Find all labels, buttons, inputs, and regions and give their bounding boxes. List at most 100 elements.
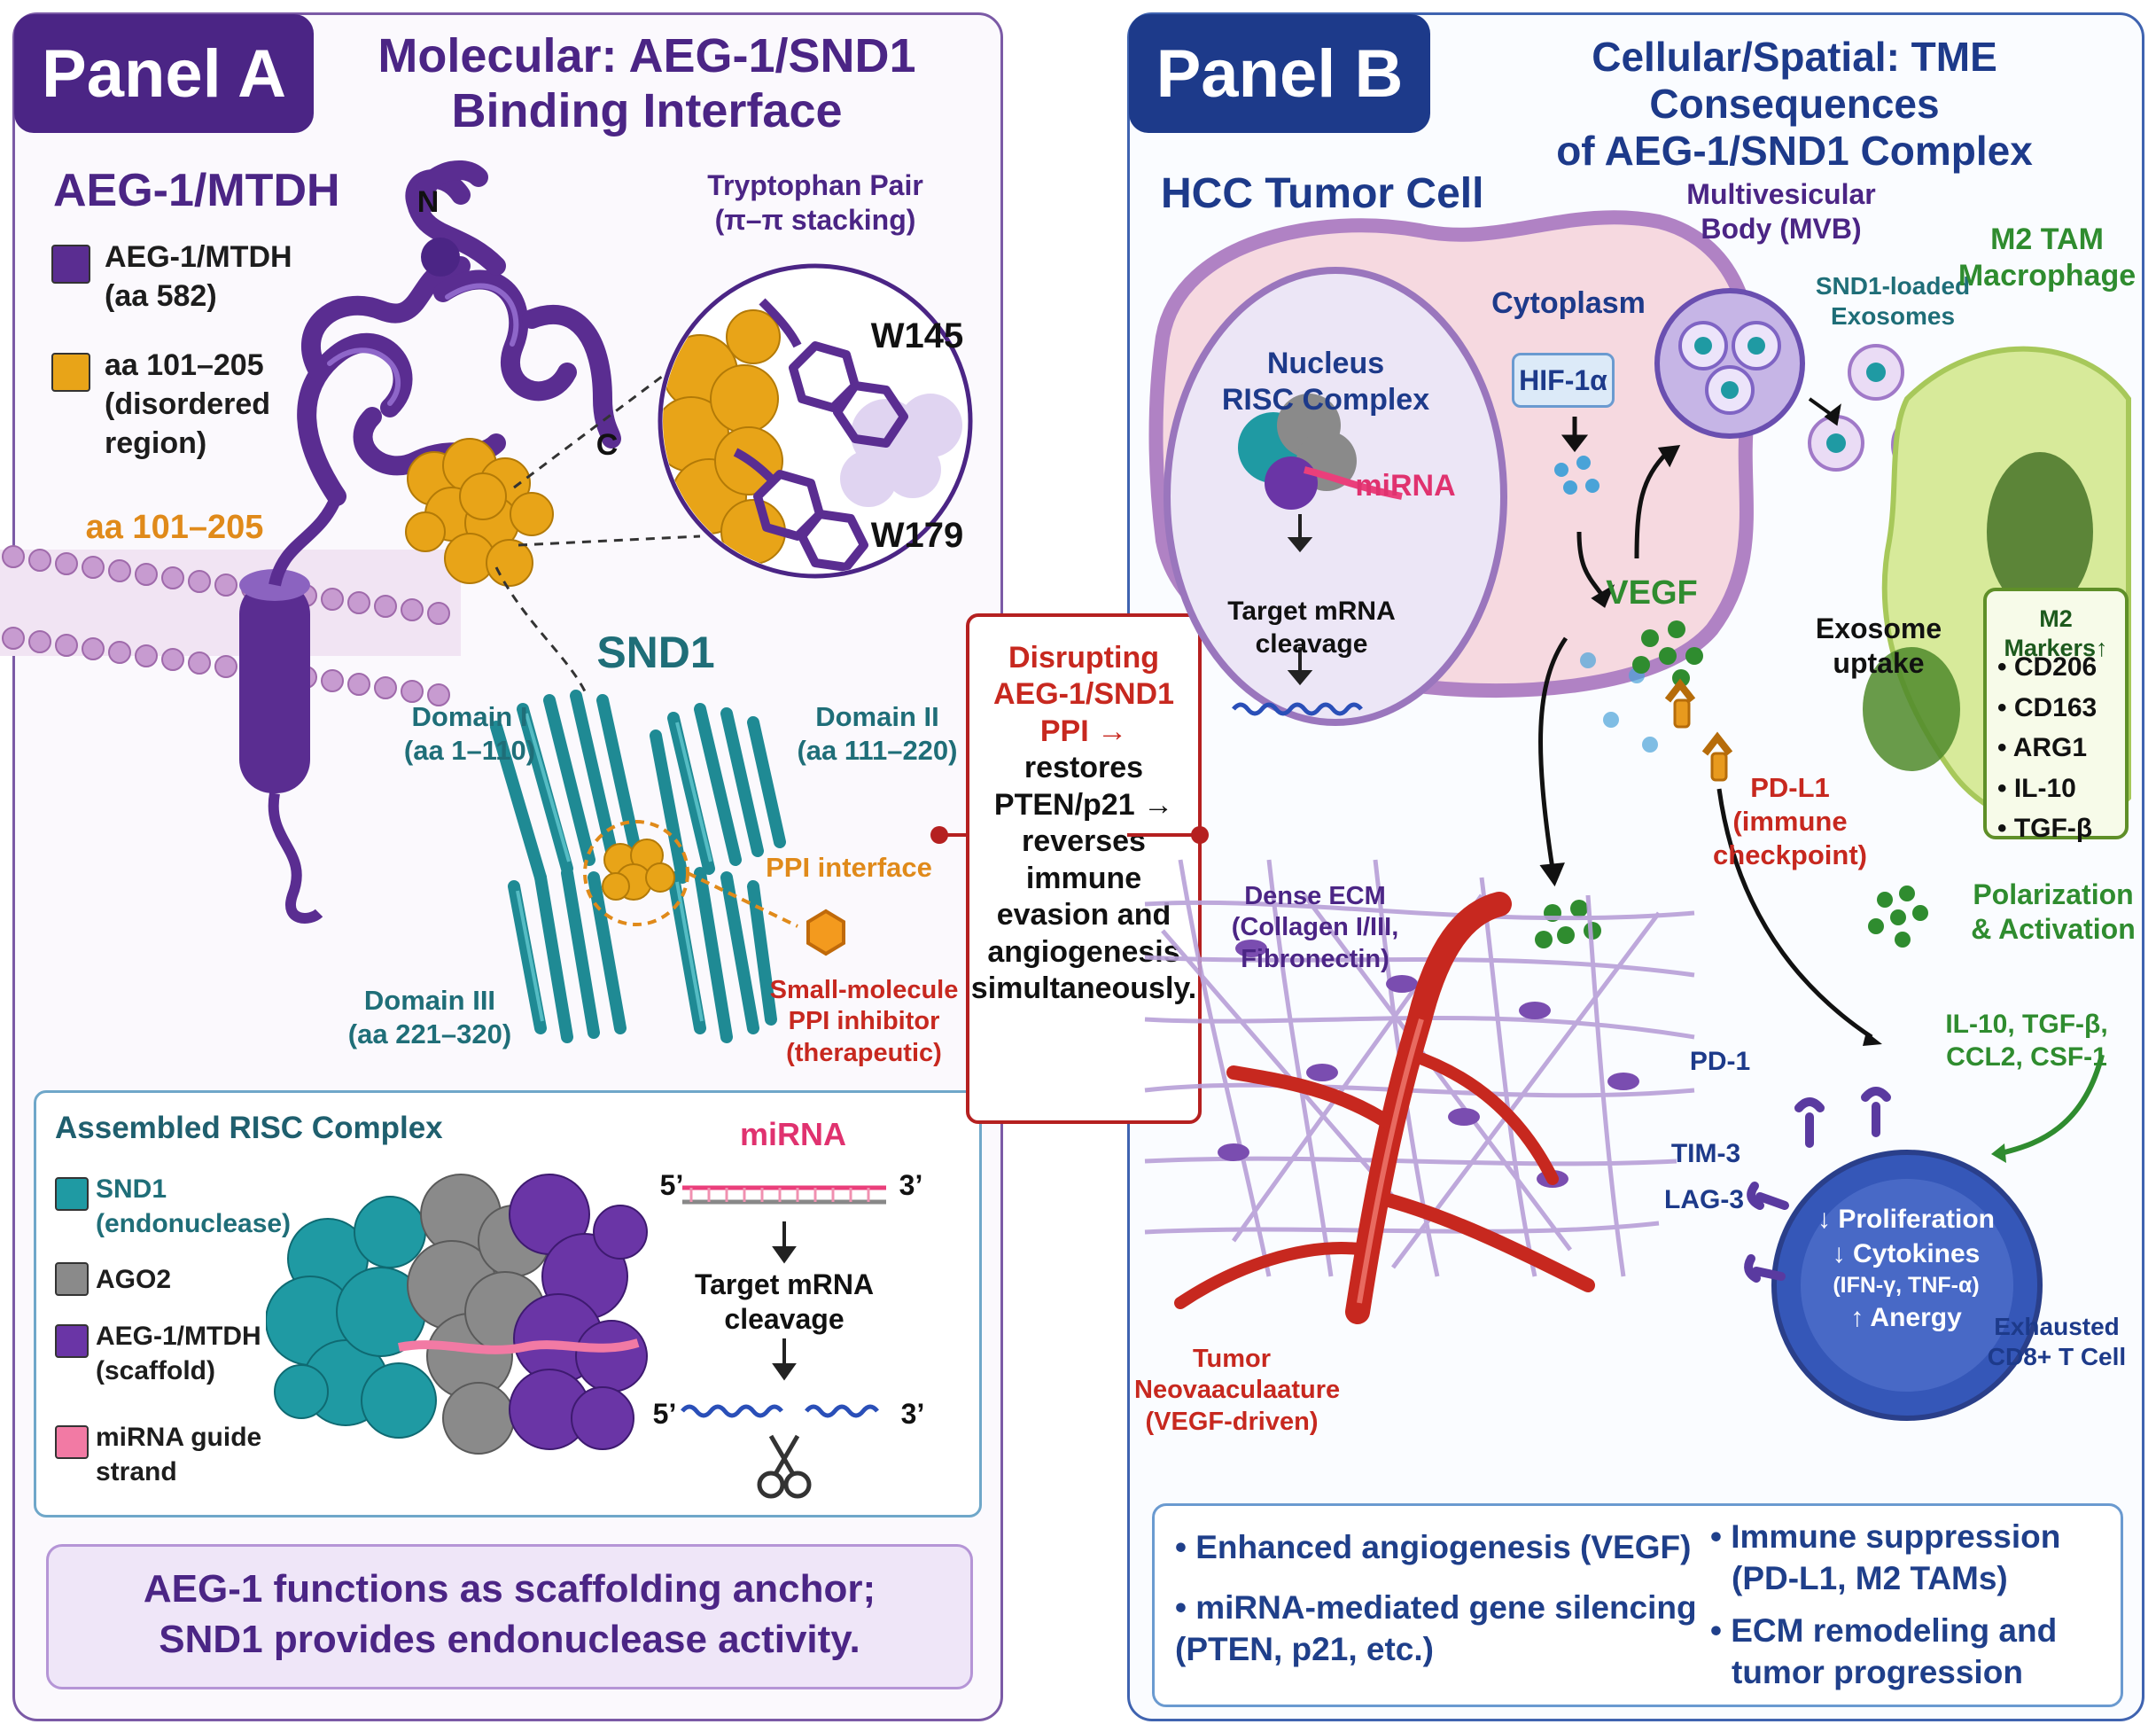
aeg1-n-terminus [421, 238, 460, 277]
nucleus-arrows [1287, 514, 1313, 686]
snd1-structure-highlight [516, 713, 712, 1022]
risc-legend-swatch-aeg1 [55, 1324, 89, 1358]
cytokine-arrow [2004, 1054, 2105, 1155]
tryptophan-zoom [658, 263, 973, 579]
mirna-duplex [682, 1185, 886, 1205]
risc-title: Assembled RISC Complex [55, 1111, 443, 1145]
panel-a-tag: Panel A [14, 14, 314, 133]
w179-label: W179 [870, 516, 964, 555]
panel-b-illustration [1127, 210, 2131, 1421]
snd1-structure [490, 690, 786, 1043]
tcell-receptors [1744, 1087, 1891, 1283]
w145-label: W145 [870, 316, 964, 355]
risc-three-prime-top: 3’ [899, 1169, 923, 1201]
risc-complex-blob [266, 1174, 648, 1455]
risc-three-prime-bottom: 3’ [900, 1398, 925, 1430]
polarization-label: Polarization& Activation [1971, 878, 2136, 946]
risc-complex-illustration [266, 1174, 886, 1499]
aeg1-mtdh-label: AEG-1/MTDH [53, 165, 340, 216]
cytokine-arrow-head [1991, 1143, 2006, 1163]
nucleus-risc-blob [1238, 394, 1403, 510]
cytoplasm-label: Cytoplasm [1491, 286, 1646, 320]
summary-text: AEG-1 functions as scaffolding anchor;SN… [143, 1567, 876, 1662]
vessel-highlight [1357, 1018, 1424, 1304]
hif-box[interactable]: HIF-1α [1512, 353, 1615, 408]
ppi-interface-label: PPI interface [766, 852, 932, 883]
mvb [1654, 288, 1805, 439]
bullet-immune-suppression: • Immune suppression(PD-L1, M2 TAMs) [1710, 1518, 2061, 1597]
tim3-label: TIM-3 [1670, 1139, 1741, 1168]
vegf-dots [1535, 620, 1703, 948]
scissors-icon [757, 1434, 812, 1499]
risc-legend-swatch-mirna [55, 1425, 89, 1459]
legend-text-aeg1: AEG-1/MTDH(aa 582) [105, 240, 292, 314]
risc-five-prime-top: 5’ [659, 1169, 684, 1201]
risc-mirna-label: miRNA [739, 1116, 846, 1152]
risc-legend-text-snd1: SND1(endonuclease) [96, 1174, 292, 1238]
nucleus-mirna-label: miRNA [1355, 469, 1456, 503]
inhibitor-hexagon-icon [806, 909, 845, 956]
cell-membrane [0, 545, 461, 706]
aa-range-label: aa 101–205 [85, 509, 264, 546]
nucleus-mrna [1232, 702, 1363, 716]
m2-markers-title: M2 Markers↑ [2004, 605, 2108, 661]
domain1-label: Domain I(aa 1–110) [403, 701, 536, 766]
vegf-label: VEGF [1606, 574, 1698, 612]
cytokines-label: IL-10, TGF-β,CCL2, CSF-1 [1945, 1010, 2108, 1072]
risc-five-prime-bottom: 5’ [652, 1398, 677, 1430]
ecm-label: Dense ECM(Collagen I/III,Fibronectin) [1231, 882, 1399, 973]
cleaved-mrna [681, 1404, 879, 1418]
risc-flow-arrows [772, 1221, 797, 1381]
bullet-angiogenesis: • Enhanced angiogenesis (VEGF) [1175, 1529, 1692, 1565]
lag3-label: LAG-3 [1664, 1185, 1744, 1214]
panel-a-illustration [0, 160, 973, 1043]
tcell-text: ↓ Proliferation↓ Cytokines (IFN-γ, TNF-α… [1817, 1205, 1996, 1332]
transmembrane-helix [239, 494, 343, 924]
m2-markers-list: • CD206• CD163• ARG1• IL-10• TGF-β [1997, 652, 2098, 844]
risc-legend-text-aeg1: AEG-1/MTDH(scaffold) [96, 1322, 261, 1385]
risc-legend-text-ago2: AGO2 [96, 1265, 172, 1294]
bullet-mirna-silencing: • miRNA-mediated gene silencing(PTEN, p2… [1175, 1589, 1697, 1668]
c-terminus-label: C [595, 428, 619, 462]
hif-dots [1554, 456, 1658, 753]
vegf-arrows [1538, 417, 1681, 887]
pd1-label: PD-1 [1689, 1047, 1751, 1076]
cytokine-dots [1868, 886, 1928, 948]
tryptophan-title: Tryptophan Pair(π–π stacking) [707, 169, 923, 237]
zoom-lines [494, 353, 701, 692]
risc-legend-swatch-snd1 [55, 1177, 89, 1211]
connector-left-dot [930, 826, 948, 844]
aeg1-ribbon-highlight [327, 283, 519, 406]
summary-box [46, 1544, 973, 1689]
center-callout-box [966, 613, 1202, 1124]
domain2-label: Domain II(aa 111–220) [797, 701, 958, 766]
legend-swatch-aeg1 [51, 245, 90, 284]
pdl1-to-tcell-arrow [1716, 788, 1873, 1040]
nucleus [1164, 267, 1507, 726]
pdl1-receptor [1664, 678, 1733, 782]
panel-b-tag: Panel B [1129, 14, 1430, 133]
ppi-interface [583, 820, 798, 928]
hcc-tumor-cell-label: HCC Tumor Cell [1161, 170, 1484, 217]
pdl1-to-tcell-arrow-head [1863, 1032, 1882, 1046]
connector-right-dot [1191, 826, 1209, 844]
center-callout-text: Disrupting AEG-1/SND1 PPI → restores PTE… [970, 641, 1197, 1006]
snd1-label: SND1 [596, 628, 715, 677]
m2-markers-box [1983, 588, 2129, 839]
